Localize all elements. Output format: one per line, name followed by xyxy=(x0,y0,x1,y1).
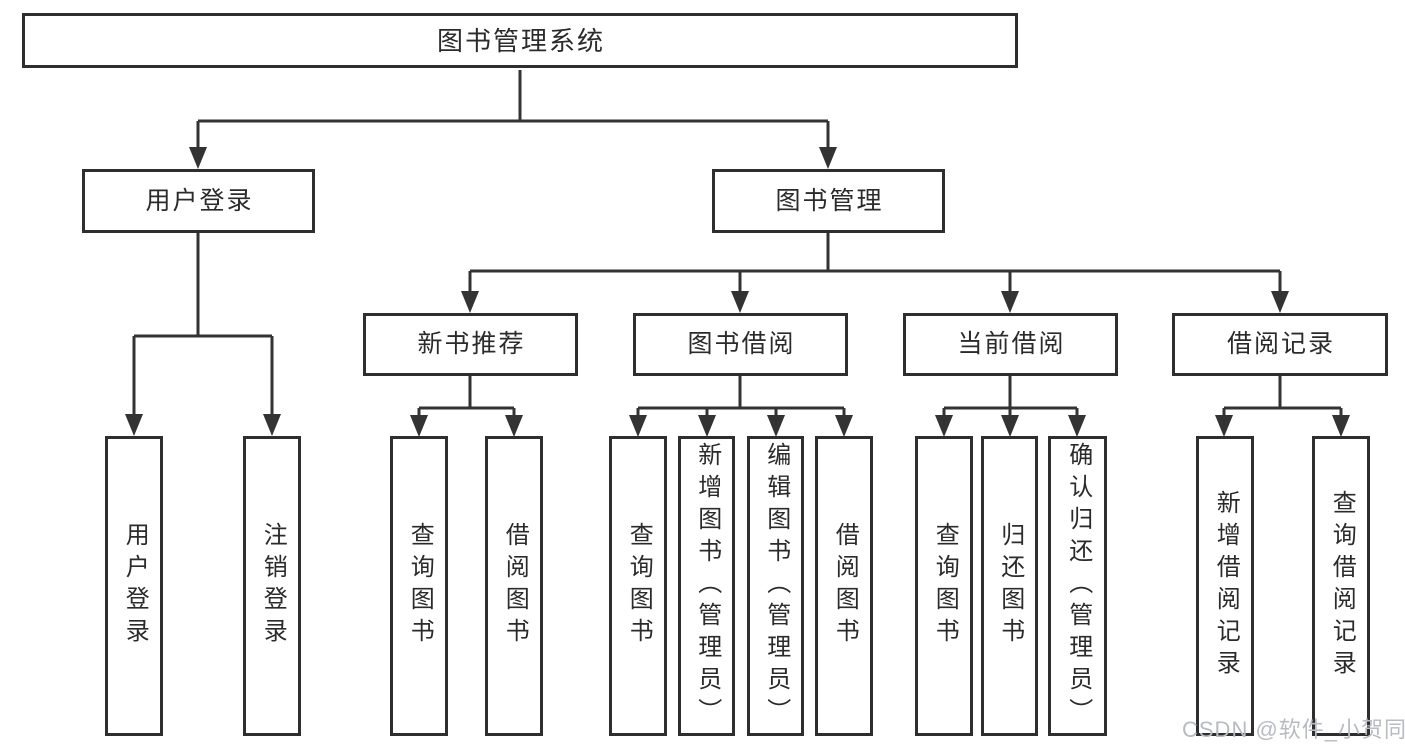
node-user-login: 用户登录 xyxy=(82,169,315,233)
node-new-book-recommend-label: 新书推荐 xyxy=(417,330,526,358)
leaf-borrow-books-2: 借阅图书 xyxy=(815,436,873,736)
node-borrow-records-label: 借阅记录 xyxy=(1226,330,1335,358)
leaf-logout: 注销登录 xyxy=(243,436,301,736)
node-book-borrow: 图书借阅 xyxy=(633,313,848,376)
leaf-borrow-books-1: 借阅图书 xyxy=(485,436,543,736)
leaf-query-books-1: 查询图书 xyxy=(390,436,448,736)
node-book-management: 图书管理 xyxy=(712,169,945,233)
csdn-watermark: CSDN @软件_小贺同学 xyxy=(1182,717,1405,742)
leaf-edit-book-admin: 编辑图书（管理员） xyxy=(747,436,804,736)
leaf-query-books-3: 查询图书 xyxy=(915,436,973,736)
leaf-add-book-admin-label: 新增图书（管理员） xyxy=(693,442,721,730)
leaf-user-login-label: 用户登录 xyxy=(121,522,149,650)
leaf-borrow-books-1-label: 借阅图书 xyxy=(501,522,529,650)
leaf-edit-book-admin-label: 编辑图书（管理员） xyxy=(762,442,790,730)
leaf-add-book-admin: 新增图书（管理员） xyxy=(678,436,735,736)
node-current-borrow: 当前借阅 xyxy=(903,313,1118,376)
leaf-query-borrow-record: 查询借阅记录 xyxy=(1312,436,1370,736)
leaf-return-books-label: 归还图书 xyxy=(996,522,1024,650)
leaf-add-borrow-record-label: 新增借阅记录 xyxy=(1212,490,1240,682)
node-user-login-label: 用户登录 xyxy=(145,186,254,215)
node-root: 图书管理系统 xyxy=(22,13,1018,68)
leaf-query-books-3-label: 查询图书 xyxy=(931,522,959,650)
leaf-logout-label: 注销登录 xyxy=(259,522,287,650)
node-book-borrow-label: 图书借阅 xyxy=(687,330,796,358)
leaf-confirm-return-admin: 确认归还（管理员） xyxy=(1048,436,1107,736)
leaf-return-books: 归还图书 xyxy=(981,436,1038,736)
node-current-borrow-label: 当前借阅 xyxy=(957,330,1066,358)
node-root-label: 图书管理系统 xyxy=(436,25,605,56)
leaf-query-books-2-label: 查询图书 xyxy=(625,522,653,650)
node-new-book-recommend: 新书推荐 xyxy=(363,313,578,376)
leaf-query-books-1-label: 查询图书 xyxy=(406,522,434,650)
node-book-management-label: 图书管理 xyxy=(775,186,884,215)
leaf-query-borrow-record-label: 查询借阅记录 xyxy=(1328,490,1356,682)
arrowheads xyxy=(125,147,1350,437)
leaf-user-login: 用户登录 xyxy=(105,436,163,736)
leaf-borrow-books-2-label: 借阅图书 xyxy=(831,522,859,650)
leaf-confirm-return-admin-label: 确认归还（管理员） xyxy=(1064,442,1092,730)
node-borrow-records: 借阅记录 xyxy=(1172,313,1388,376)
leaf-add-borrow-record: 新增借阅记录 xyxy=(1196,436,1254,736)
leaf-query-books-2: 查询图书 xyxy=(609,436,667,736)
